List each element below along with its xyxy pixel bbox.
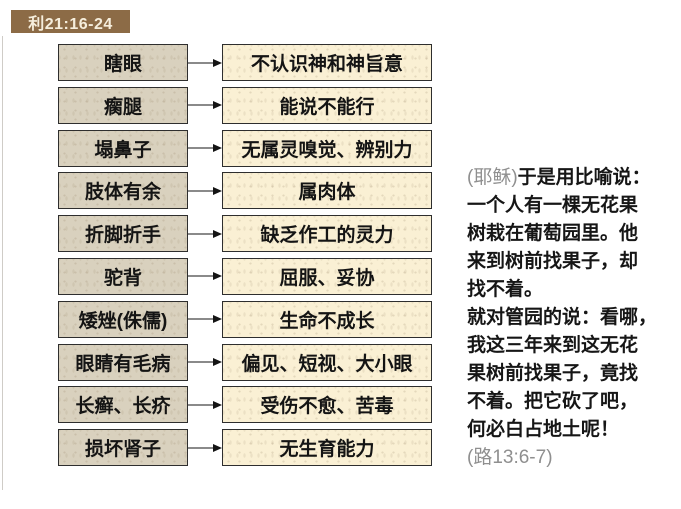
meaning-box: 不认识神和神旨意 bbox=[222, 44, 432, 81]
quote-line: 何必白占地土呢！ bbox=[467, 419, 620, 440]
defect-box: 眼睛有毛病 bbox=[58, 343, 188, 381]
scripture-quote: (耶稣)于是用比喻说： 一个人有一棵无花果 树栽在葡萄园里。他 来到树前找果子，… bbox=[467, 164, 679, 472]
mapping-row: 眼睛有毛病偏见、短视、大小眼 bbox=[58, 343, 432, 381]
mapping-row: 塌鼻子无属灵嗅觉、辨别力 bbox=[58, 129, 432, 167]
mapping-row: 损坏肾子无生育能力 bbox=[58, 429, 432, 467]
speaker-label: (耶稣) bbox=[467, 167, 518, 188]
left-edge-divider bbox=[2, 36, 3, 490]
scripture-reference-badge: 利21:16-24 bbox=[11, 10, 130, 33]
defect-box: 损坏肾子 bbox=[58, 429, 188, 467]
arrow-right-icon bbox=[188, 44, 222, 81]
mapping-rows: 瞎眼不认识神和神旨意瘸腿能说不能行塌鼻子无属灵嗅觉、辨别力肢体有余属肉体折脚折手… bbox=[58, 44, 432, 467]
defect-box: 瘸腿 bbox=[58, 86, 188, 124]
meaning-box: 无属灵嗅觉、辨别力 bbox=[222, 129, 432, 167]
quote-line: 找不着。 bbox=[467, 279, 544, 300]
meaning-box: 缺乏作工的灵力 bbox=[222, 215, 432, 253]
arrow-right-icon bbox=[188, 258, 222, 295]
quote-line: 我这三年来到这无花 bbox=[467, 335, 639, 356]
quote-line: 一个人有一棵无花果 bbox=[467, 195, 639, 216]
meaning-box: 属肉体 bbox=[222, 172, 432, 210]
arrow-right-icon bbox=[188, 87, 222, 124]
arrow-right-icon bbox=[188, 386, 222, 423]
meaning-box: 偏见、短视、大小眼 bbox=[222, 343, 432, 381]
arrow-right-icon bbox=[188, 344, 222, 381]
quote-line: 不着。把它砍了吧， bbox=[467, 391, 639, 412]
meaning-box: 生命不成长 bbox=[222, 300, 432, 338]
quote-line: (耶稣)于是用比喻说： bbox=[467, 164, 679, 192]
defect-box: 折脚折手 bbox=[58, 215, 188, 253]
mapping-row: 瘸腿能说不能行 bbox=[58, 86, 432, 124]
mapping-row: 长癣、长疥受伤不愈、苦毒 bbox=[58, 386, 432, 424]
quote-line: 就对管园的说：看哪， bbox=[467, 307, 658, 328]
arrow-right-icon bbox=[188, 429, 222, 466]
defect-box: 驼背 bbox=[58, 257, 188, 295]
quote-line: 来到树前找果子，却 bbox=[467, 251, 639, 272]
defect-box: 塌鼻子 bbox=[58, 129, 188, 167]
arrow-right-icon bbox=[188, 130, 222, 167]
mapping-row: 折脚折手缺乏作工的灵力 bbox=[58, 215, 432, 253]
quote-line: 果树前找果子，竟找 bbox=[467, 363, 639, 384]
verse-reference: (路13:6-7) bbox=[467, 447, 553, 468]
quote-text: 于是用比喻说： bbox=[517, 167, 651, 188]
arrow-right-icon bbox=[188, 215, 222, 252]
meaning-box: 屈服、妥协 bbox=[222, 257, 432, 295]
mapping-row: 肢体有余属肉体 bbox=[58, 172, 432, 210]
meaning-box: 受伤不愈、苦毒 bbox=[222, 386, 432, 424]
meaning-box: 能说不能行 bbox=[222, 86, 432, 124]
arrow-right-icon bbox=[188, 301, 222, 338]
mapping-row: 矮矬(侏儒) 生命不成长 bbox=[58, 300, 432, 338]
mapping-row: 驼背屈服、妥协 bbox=[58, 257, 432, 295]
defect-box: 肢体有余 bbox=[58, 172, 188, 210]
mapping-row: 瞎眼不认识神和神旨意 bbox=[58, 44, 432, 81]
defect-box: 长癣、长疥 bbox=[58, 386, 188, 424]
defect-box: 矮矬(侏儒) bbox=[58, 300, 188, 338]
arrow-right-icon bbox=[188, 172, 222, 209]
defect-box: 瞎眼 bbox=[58, 44, 188, 81]
meaning-box: 无生育能力 bbox=[222, 429, 432, 467]
quote-line: 树栽在葡萄园里。他 bbox=[467, 223, 639, 244]
